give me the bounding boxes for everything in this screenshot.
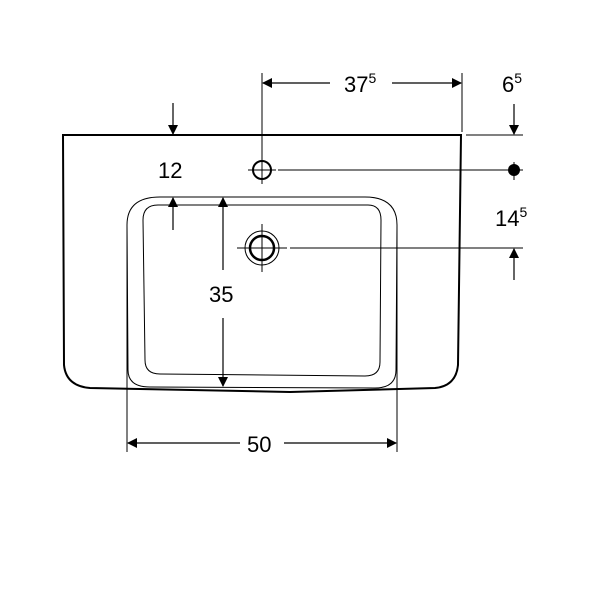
dim-edge-offset: 65 xyxy=(502,70,522,97)
edge-reference-dot xyxy=(508,164,520,176)
drain-icon xyxy=(237,224,287,272)
tap-hole-icon xyxy=(248,73,276,184)
bowl-inner xyxy=(142,204,382,377)
dim-bowl-width: 50 xyxy=(247,432,271,457)
dim-rim-to-bowl: 12 xyxy=(158,158,182,183)
basin-outline xyxy=(61,134,463,394)
dim-tap-to-drain: 145 xyxy=(495,204,527,231)
bowl-rim xyxy=(126,196,398,389)
dim-tap-to-edge: 375 xyxy=(344,70,376,97)
dim-bowl-depth: 35 xyxy=(209,282,233,307)
